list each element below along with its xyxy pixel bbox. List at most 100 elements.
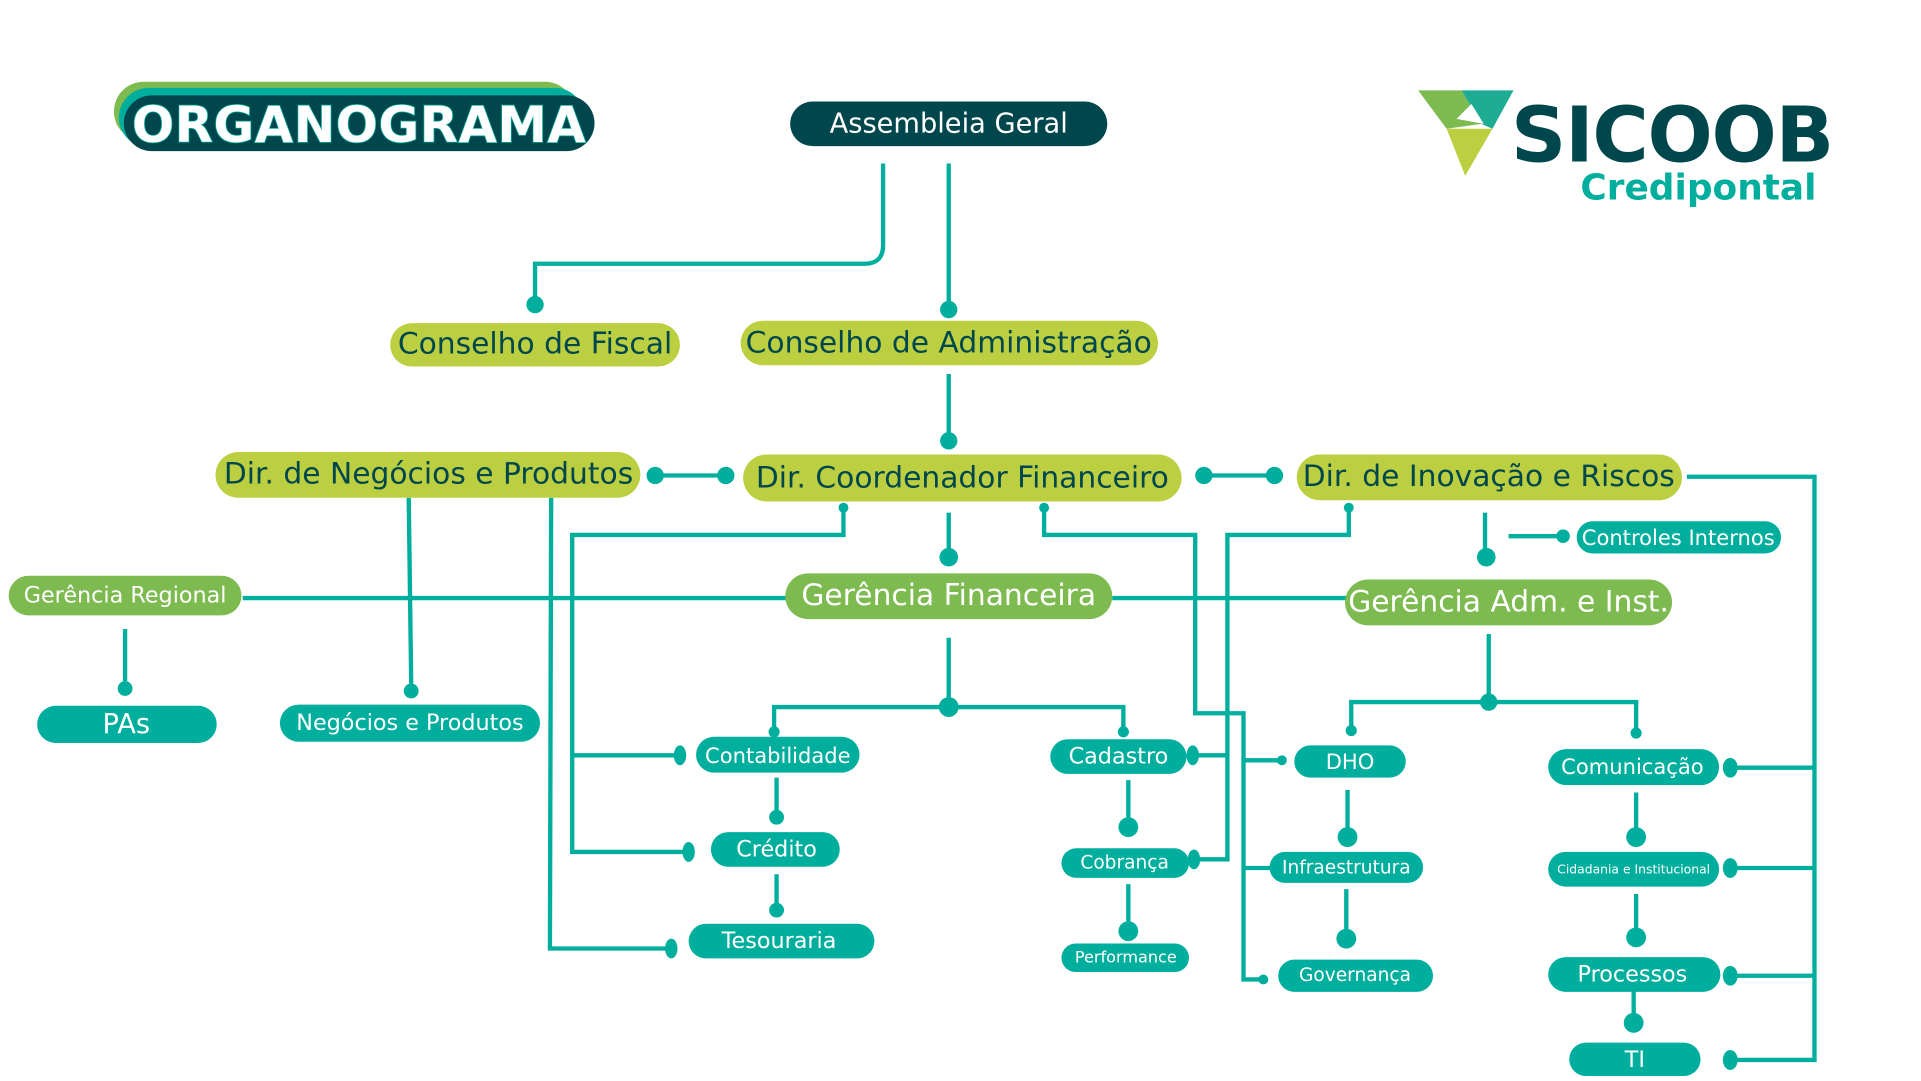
connector-dot [1722, 757, 1738, 778]
node-label: Negócios e Produtos [296, 710, 523, 736]
node-label: PAs [103, 709, 151, 740]
connector-dot [1039, 502, 1050, 513]
connector-dot [940, 432, 958, 450]
node-gerencia-regional[interactable]: Gerência Regional [8, 575, 242, 616]
node-label: Cobrança [1080, 853, 1168, 874]
edge-dir-coord-credito [570, 507, 846, 855]
connector-dot [673, 745, 687, 766]
node-label: Controles Internos [1582, 525, 1775, 550]
connector-dot [1556, 529, 1570, 543]
connector-dot [1480, 693, 1498, 711]
edge-dir-negocios-negocios-produtos [406, 497, 414, 684]
node-cobranca[interactable]: Cobrança [1061, 848, 1190, 878]
node-dir-inovacao-riscos[interactable]: Dir. de Inovação e Riscos [1296, 454, 1682, 501]
connector-dot [1623, 1012, 1644, 1033]
node-label: Gerência Regional [24, 583, 227, 609]
node-ti[interactable]: TI [1569, 1042, 1701, 1077]
title-badge: ORGANOGRAMA [113, 81, 595, 155]
connector-dot [1630, 727, 1642, 739]
node-label: Cidadania e Institucional [1557, 862, 1710, 876]
connector-dot [1626, 927, 1647, 948]
node-label: DHO [1326, 749, 1375, 774]
node-label: Conselho de Administração [746, 325, 1152, 360]
node-label: Assembleia Geral [830, 108, 1068, 139]
connector-dot [1343, 502, 1354, 513]
page-title: ORGANOGRAMA [132, 96, 586, 154]
connector-dot [1117, 726, 1129, 738]
node-infraestrutura[interactable]: Infraestrutura [1269, 851, 1424, 883]
connector-dot [717, 466, 735, 485]
node-label: Processos [1578, 962, 1688, 988]
connector-dot [939, 547, 959, 567]
connector-dot [769, 809, 785, 825]
node-label: Contabilidade [705, 743, 851, 768]
connector-dot [1186, 745, 1199, 766]
sicoob-triangle-icon [1418, 90, 1514, 176]
node-label: Cadastro [1069, 744, 1169, 770]
edge-assembleia-conselho-fiscal [532, 163, 886, 298]
node-conselho-administracao[interactable]: Conselho de Administração [740, 320, 1159, 366]
node-cadastro[interactable]: Cadastro [1050, 739, 1187, 774]
connector-dot [1118, 817, 1139, 838]
connector-dot [1187, 849, 1201, 870]
node-assembleia-geral[interactable]: Assembleia Geral [790, 101, 1108, 147]
connector-dot [940, 300, 958, 319]
node-cidadania-institucional[interactable]: Cidadania e Institucional [1548, 851, 1720, 887]
connector-dot [682, 842, 695, 862]
node-contabilidade[interactable]: Contabilidade [696, 736, 860, 773]
node-pas[interactable]: PAs [37, 705, 217, 743]
connector-dot [117, 681, 133, 696]
node-credito[interactable]: Crédito [710, 832, 840, 867]
node-gerencia-financeira[interactable]: Gerência Financeira [785, 573, 1113, 620]
connector-dot [1265, 466, 1284, 485]
node-label: Gerência Financeira [801, 578, 1096, 613]
node-conselho-fiscal[interactable]: Conselho de Fiscal [390, 323, 680, 367]
node-processos[interactable]: Processos [1548, 957, 1721, 992]
connector-dot [646, 466, 664, 485]
node-label: TI [1624, 1047, 1645, 1073]
node-label: Comunicação [1561, 754, 1703, 779]
connector-dot [1276, 755, 1287, 766]
node-label: Governança [1299, 965, 1411, 986]
edge-dir-inovacao-cobranca [1196, 507, 1351, 862]
connector-dot [1337, 827, 1358, 847]
connector-dot [403, 683, 419, 699]
connector-dot [1195, 466, 1213, 485]
connector-dots [117, 295, 1738, 1070]
connector-dot [1722, 1050, 1738, 1070]
connector-dot [1118, 921, 1139, 942]
connector-dot [768, 726, 780, 738]
node-label: Dir. de Inovação e Riscos [1303, 459, 1675, 494]
connector-dot [526, 295, 544, 314]
node-gerencia-adm-inst[interactable]: Gerência Adm. e Inst. [1345, 579, 1673, 626]
logo-name: SICOOB [1511, 92, 1833, 181]
node-dir-negocios-produtos[interactable]: Dir. de Negócios e Produtos [215, 451, 641, 498]
connector-dot [1345, 725, 1357, 737]
node-comunicacao[interactable]: Comunicação [1548, 749, 1720, 786]
node-governanca[interactable]: Governança [1278, 959, 1434, 992]
node-label: Gerência Adm. e Inst. [1348, 584, 1669, 619]
sicoob-logo: SICOOB Credipontal [1418, 90, 1834, 209]
node-label: Infraestrutura [1282, 858, 1411, 879]
node-dir-coordenador-financeiro[interactable]: Dir. Coordenador Financeiro [743, 454, 1182, 502]
connector-dot [665, 938, 678, 959]
node-performance[interactable]: Performance [1061, 943, 1190, 973]
connector-dot [1476, 547, 1496, 567]
connector-dot [1336, 928, 1357, 949]
connector-dot [769, 902, 785, 918]
node-dho[interactable]: DHO [1294, 745, 1406, 778]
title-badge-layer-dark [123, 95, 595, 152]
connector-dot [1258, 974, 1269, 985]
connector-dot [1722, 965, 1738, 986]
logo-subtitle: Credipontal [1580, 168, 1816, 209]
node-negocios-produtos[interactable]: Negócios e Produtos [279, 704, 541, 742]
node-label: Conselho de Fiscal [398, 327, 672, 362]
node-tesouraria[interactable]: Tesouraria [688, 923, 875, 959]
connector-dot [938, 697, 959, 717]
edge-dir-coord-governanca [1041, 507, 1261, 982]
node-controles-internos[interactable]: Controles Internos [1576, 521, 1782, 554]
node-label: Performance [1075, 948, 1177, 967]
connectors [122, 163, 1817, 1063]
edge-dir-negocios-tesouraria [547, 497, 667, 951]
